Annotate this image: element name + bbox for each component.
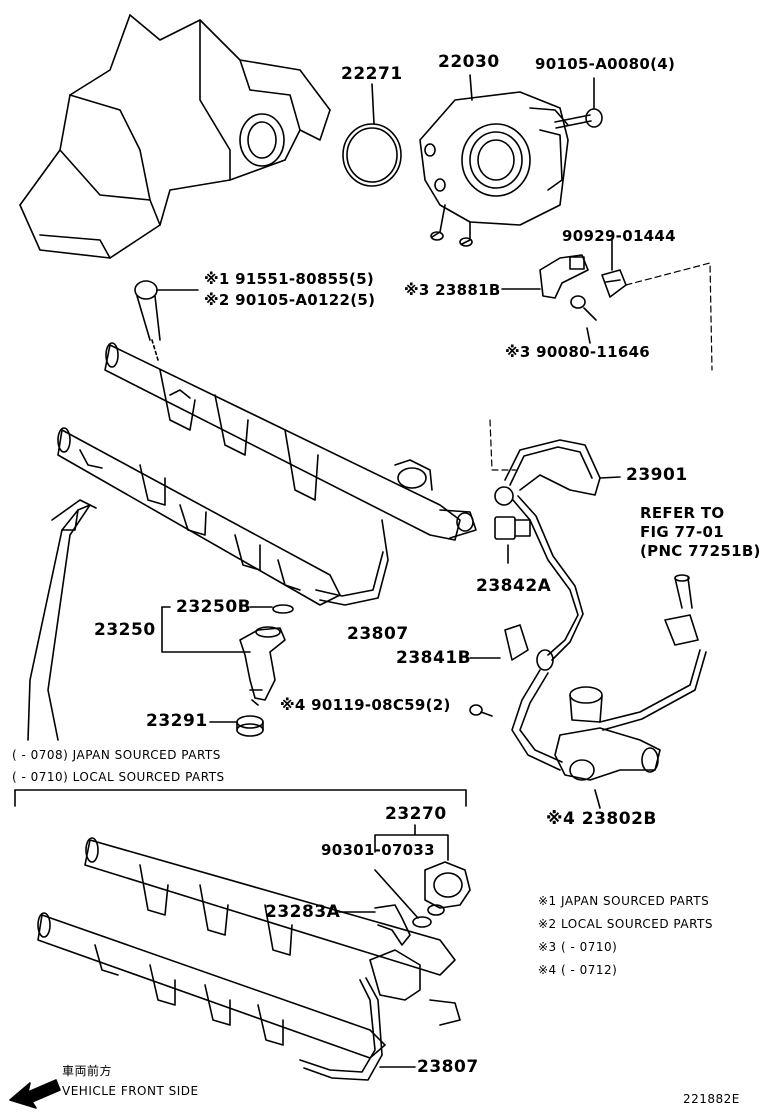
- label-23901: 23901: [626, 465, 688, 485]
- upper-fuel-rail-drawing: [104, 342, 477, 541]
- damper-23270-drawing: [338, 824, 471, 946]
- lower-fuel-rail-drawing: [57, 427, 389, 606]
- label-90080-11646: ※3 90080-11646: [505, 343, 651, 361]
- label-23270: 23270: [385, 804, 447, 824]
- lower-section-rail-drawing: [37, 837, 461, 1081]
- front-label-en: VEHICLE FRONT SIDE: [62, 1084, 199, 1098]
- legend-note-2: ※2 LOCAL SOURCED PARTS: [538, 917, 713, 931]
- bolt-91551-drawing: [134, 280, 199, 361]
- vehicle-front-arrow: [9, 1079, 61, 1109]
- pressure-regulator-23802b-drawing: [469, 574, 707, 809]
- label-23842a: 23842A: [476, 576, 552, 596]
- range-note-local: ( - 0710) LOCAL SOURCED PARTS: [12, 770, 225, 784]
- label-23807-upper: 23807: [347, 624, 409, 644]
- label-23250: 23250: [94, 620, 156, 640]
- bolt-90105-a0080-drawing: [554, 77, 603, 129]
- throttle-body-drawing: [419, 74, 569, 247]
- label-23802b: ※4 23802B: [546, 809, 657, 829]
- injector-23250-drawing: [161, 604, 294, 737]
- label-23807-lower: 23807: [417, 1057, 479, 1077]
- label-90105-a0122: ※2 90105-A0122(5): [204, 291, 376, 309]
- refer-line-2: FIG 77-01: [640, 523, 725, 541]
- front-direction-arrow: [27, 499, 97, 741]
- label-91551-80855: ※1 91551-80855(5): [204, 270, 375, 288]
- label-90105-a0080: 90105-A0080(4): [535, 55, 676, 73]
- legend-note-4: ※4 ( - 0712): [538, 963, 618, 977]
- front-label-jp: 車両前方: [62, 1064, 113, 1078]
- label-90301-07033: 90301-07033: [321, 841, 435, 859]
- range-note-japan: ( - 0708) JAPAN SOURCED PARTS: [12, 748, 221, 762]
- legend-note-3: ※3 ( - 0710): [538, 940, 618, 954]
- refer-line-1: REFER TO: [640, 504, 725, 522]
- label-90119-08c59: ※4 90119-08C59(2): [280, 696, 451, 714]
- label-23291: 23291: [146, 711, 208, 731]
- label-23841b: 23841B: [396, 648, 472, 668]
- label-22030: 22030: [438, 52, 500, 72]
- gasket-22271-drawing: [342, 83, 402, 187]
- legend-note-1: ※1 JAPAN SOURCED PARTS: [538, 894, 710, 908]
- label-23250b: 23250B: [176, 597, 252, 617]
- label-90929-01444: 90929-01444: [562, 227, 676, 245]
- refer-line-3: (PNC 77251B): [640, 542, 760, 560]
- bracket-23881b-drawing: [489, 239, 713, 471]
- label-23881b: ※3 23881B: [404, 281, 501, 299]
- figure-id: 221882E: [683, 1092, 740, 1106]
- label-22271: 22271: [341, 64, 403, 84]
- fuel-hose-23901-drawing: [469, 439, 621, 771]
- intake-manifold-drawing: [19, 14, 331, 259]
- label-23283a: 23283A: [265, 902, 341, 922]
